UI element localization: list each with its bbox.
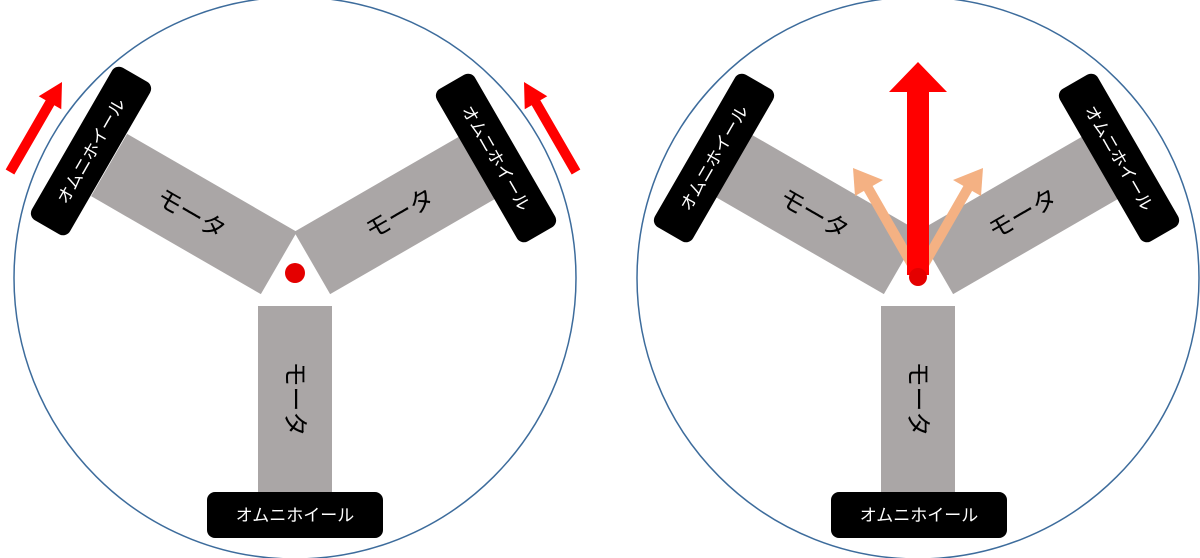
omni-wheel-label: オムニホイール — [236, 506, 355, 526]
omni-wheel-bottom: オムニホイール — [207, 492, 383, 538]
robot-right: モータ モータ モータ オムニホイール オムニホイール オムニホイール — [636, 0, 1200, 558]
motor-bottom: モータ — [881, 306, 955, 492]
robot-left: モータ モータ モータ オムニホイール オムニホイール オムニホイール — [5, 0, 581, 558]
motor-upper-left — [714, 133, 920, 295]
rotation-arrow-right — [524, 81, 581, 175]
center-point — [285, 263, 305, 283]
motor-label: モータ — [281, 361, 310, 436]
motor-label: モータ — [904, 361, 933, 436]
center-point — [909, 268, 927, 286]
motor-upper-right — [294, 133, 500, 295]
motor-bottom: モータ — [258, 306, 332, 492]
omni-wheel-label: オムニホイール — [860, 506, 979, 526]
motor-upper-right — [917, 133, 1123, 295]
motor-upper-left — [91, 133, 297, 295]
omni-wheel-bottom: オムニホイール — [831, 492, 1007, 538]
resultant-arrow — [889, 62, 947, 275]
rotation-arrow-left — [5, 81, 62, 175]
